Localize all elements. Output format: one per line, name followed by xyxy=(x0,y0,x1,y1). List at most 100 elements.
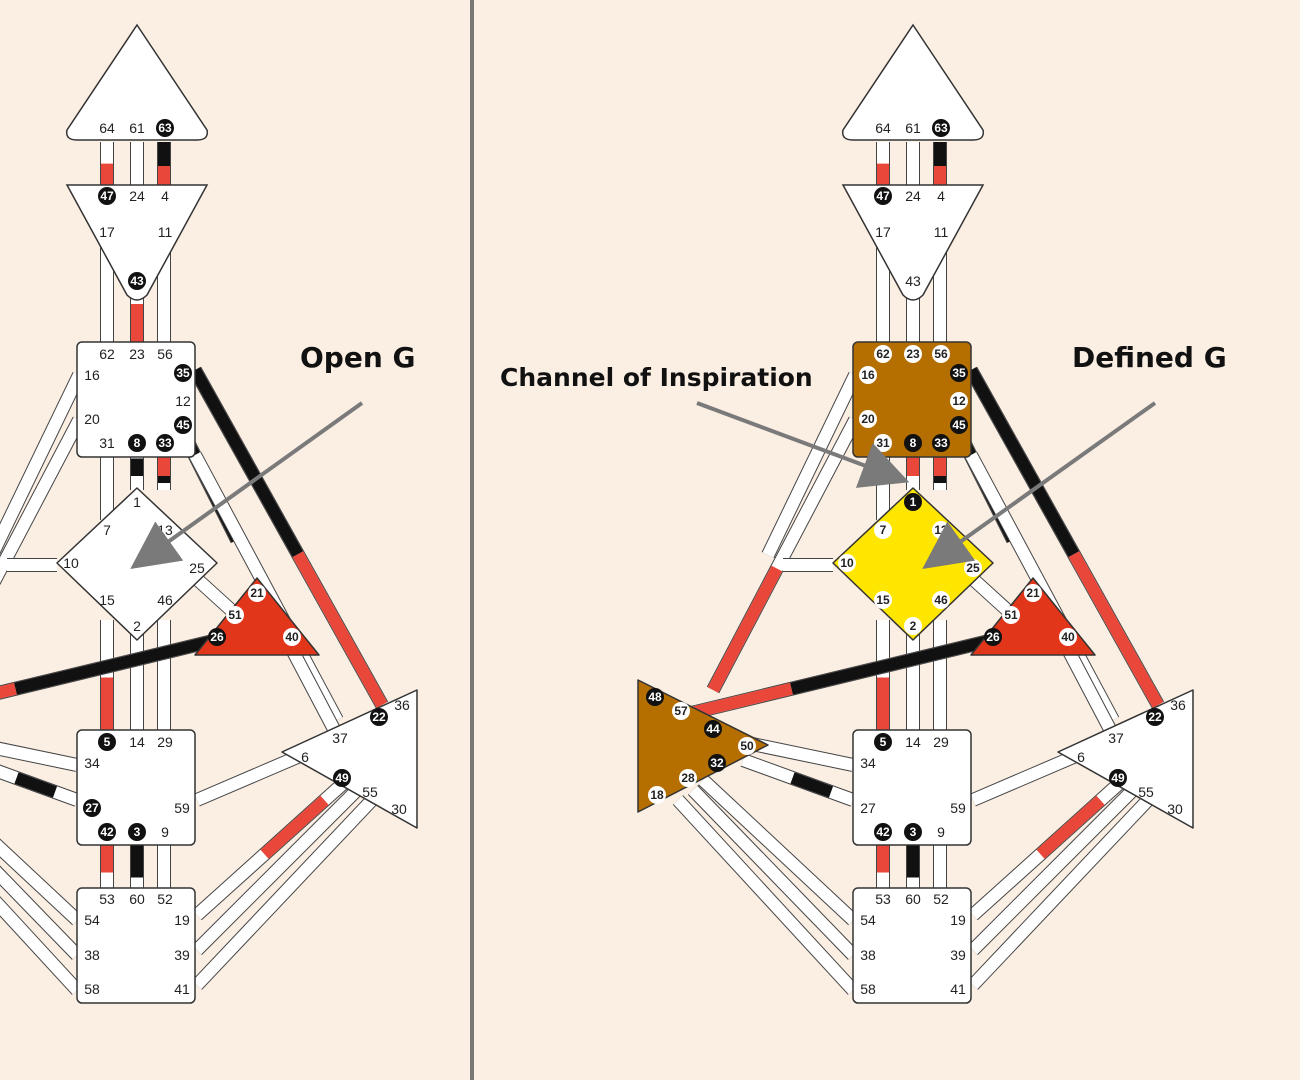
channel-fill xyxy=(688,785,858,960)
channel-58-18 xyxy=(672,795,859,995)
channel-16-48 xyxy=(761,371,862,559)
gate-number: 24 xyxy=(129,188,145,204)
gate-number: 38 xyxy=(84,947,100,963)
gate-number: 48 xyxy=(648,690,662,704)
gate-number: 47 xyxy=(876,189,890,203)
gate-activated-marker xyxy=(128,823,146,841)
gate-number: 58 xyxy=(84,981,100,997)
gate-marker xyxy=(874,345,892,363)
gate-number: 36 xyxy=(1170,697,1186,713)
head-center xyxy=(65,23,209,141)
gate-number: 62 xyxy=(99,346,115,362)
channel-59-6 xyxy=(970,748,1081,807)
channel-fill xyxy=(968,785,1138,955)
gate-marker xyxy=(874,521,892,539)
channel-fill xyxy=(1057,637,1119,738)
gate-marker xyxy=(648,786,666,804)
gate-number: 55 xyxy=(1138,784,1154,800)
gate-activated-marker xyxy=(98,823,116,841)
gate-marker xyxy=(932,591,950,609)
channel-41-30 xyxy=(191,795,378,990)
sacral-center xyxy=(852,729,972,846)
channel-39-55 xyxy=(192,785,362,955)
channel-40-37 xyxy=(280,636,344,739)
gate-marker xyxy=(859,410,877,428)
gate-number: 61 xyxy=(905,120,921,136)
channel-activation xyxy=(292,551,388,708)
channel-20-57 xyxy=(706,416,862,694)
gate-number: 61 xyxy=(129,120,145,136)
gate-number: 35 xyxy=(176,366,190,380)
gate-number: 35 xyxy=(952,366,966,380)
gate-number: 2 xyxy=(133,618,141,634)
gate-activated-marker xyxy=(874,187,892,205)
channel-19-49 xyxy=(192,774,352,921)
gate-number: 62 xyxy=(876,347,890,361)
gate-activated-marker xyxy=(950,416,968,434)
gate-number: 54 xyxy=(860,912,876,928)
gate-activated-marker xyxy=(1109,769,1127,787)
channel-fill xyxy=(762,372,861,558)
root-center xyxy=(852,887,972,1004)
gate-number: 53 xyxy=(99,891,115,907)
channel-activation xyxy=(790,634,995,695)
gate-number: 63 xyxy=(158,121,172,135)
gate-number: 15 xyxy=(99,592,115,608)
gate-number: 45 xyxy=(176,418,190,432)
gate-number: 21 xyxy=(250,586,264,600)
channel-fill xyxy=(0,897,82,995)
gate-activated-marker xyxy=(984,628,1002,646)
gate-activated-marker xyxy=(98,187,116,205)
spleen-center xyxy=(637,679,769,813)
channel-activation xyxy=(260,795,329,859)
gate-number: 32 xyxy=(710,756,724,770)
gate-number: 3 xyxy=(910,825,917,839)
gate-number: 39 xyxy=(174,947,190,963)
gate-number: 12 xyxy=(175,393,191,409)
channel-fill xyxy=(968,795,1153,990)
channel-fill xyxy=(673,795,858,995)
gate-activated-marker xyxy=(370,708,388,726)
channel-fill xyxy=(281,637,343,738)
gate-number: 42 xyxy=(876,825,890,839)
gate-number: 24 xyxy=(905,188,921,204)
gate-number: 29 xyxy=(933,734,949,750)
channel-27-50 xyxy=(740,753,856,807)
gate-number: 7 xyxy=(880,523,887,537)
gate-number: 13 xyxy=(934,523,948,537)
gate-number: 3 xyxy=(134,825,141,839)
gate-number: 51 xyxy=(228,608,242,622)
ajna-center xyxy=(65,184,209,301)
channel-39-55 xyxy=(968,785,1138,955)
gate-activated-marker xyxy=(904,823,922,841)
gate-number: 17 xyxy=(875,224,891,240)
gate-number: 51 xyxy=(1004,608,1018,622)
gate-number: 56 xyxy=(157,346,173,362)
gate-number: 6 xyxy=(1077,749,1085,765)
gate-activated-marker xyxy=(98,733,116,751)
channel-58-18 xyxy=(0,896,83,995)
gate-number: 43 xyxy=(130,274,144,288)
gate-number: 20 xyxy=(84,411,100,427)
gate-number: 19 xyxy=(174,912,190,928)
gate-number: 17 xyxy=(99,224,115,240)
gate-number: 10 xyxy=(840,556,854,570)
gate-marker xyxy=(679,769,697,787)
gate-number: 42 xyxy=(100,825,114,839)
channel-40-37 xyxy=(1056,636,1120,739)
channel-fill xyxy=(192,785,362,955)
gate-number: 22 xyxy=(372,710,386,724)
channel-activation xyxy=(1068,551,1164,708)
gate-number: 37 xyxy=(1108,730,1124,746)
gate-number: 25 xyxy=(189,560,205,576)
gate-number: 46 xyxy=(157,592,173,608)
gate-number: 1 xyxy=(133,494,141,510)
gate-number: 41 xyxy=(174,981,190,997)
gate-activated-marker xyxy=(950,364,968,382)
gate-number: 5 xyxy=(104,735,111,749)
gate-marker xyxy=(859,366,877,384)
